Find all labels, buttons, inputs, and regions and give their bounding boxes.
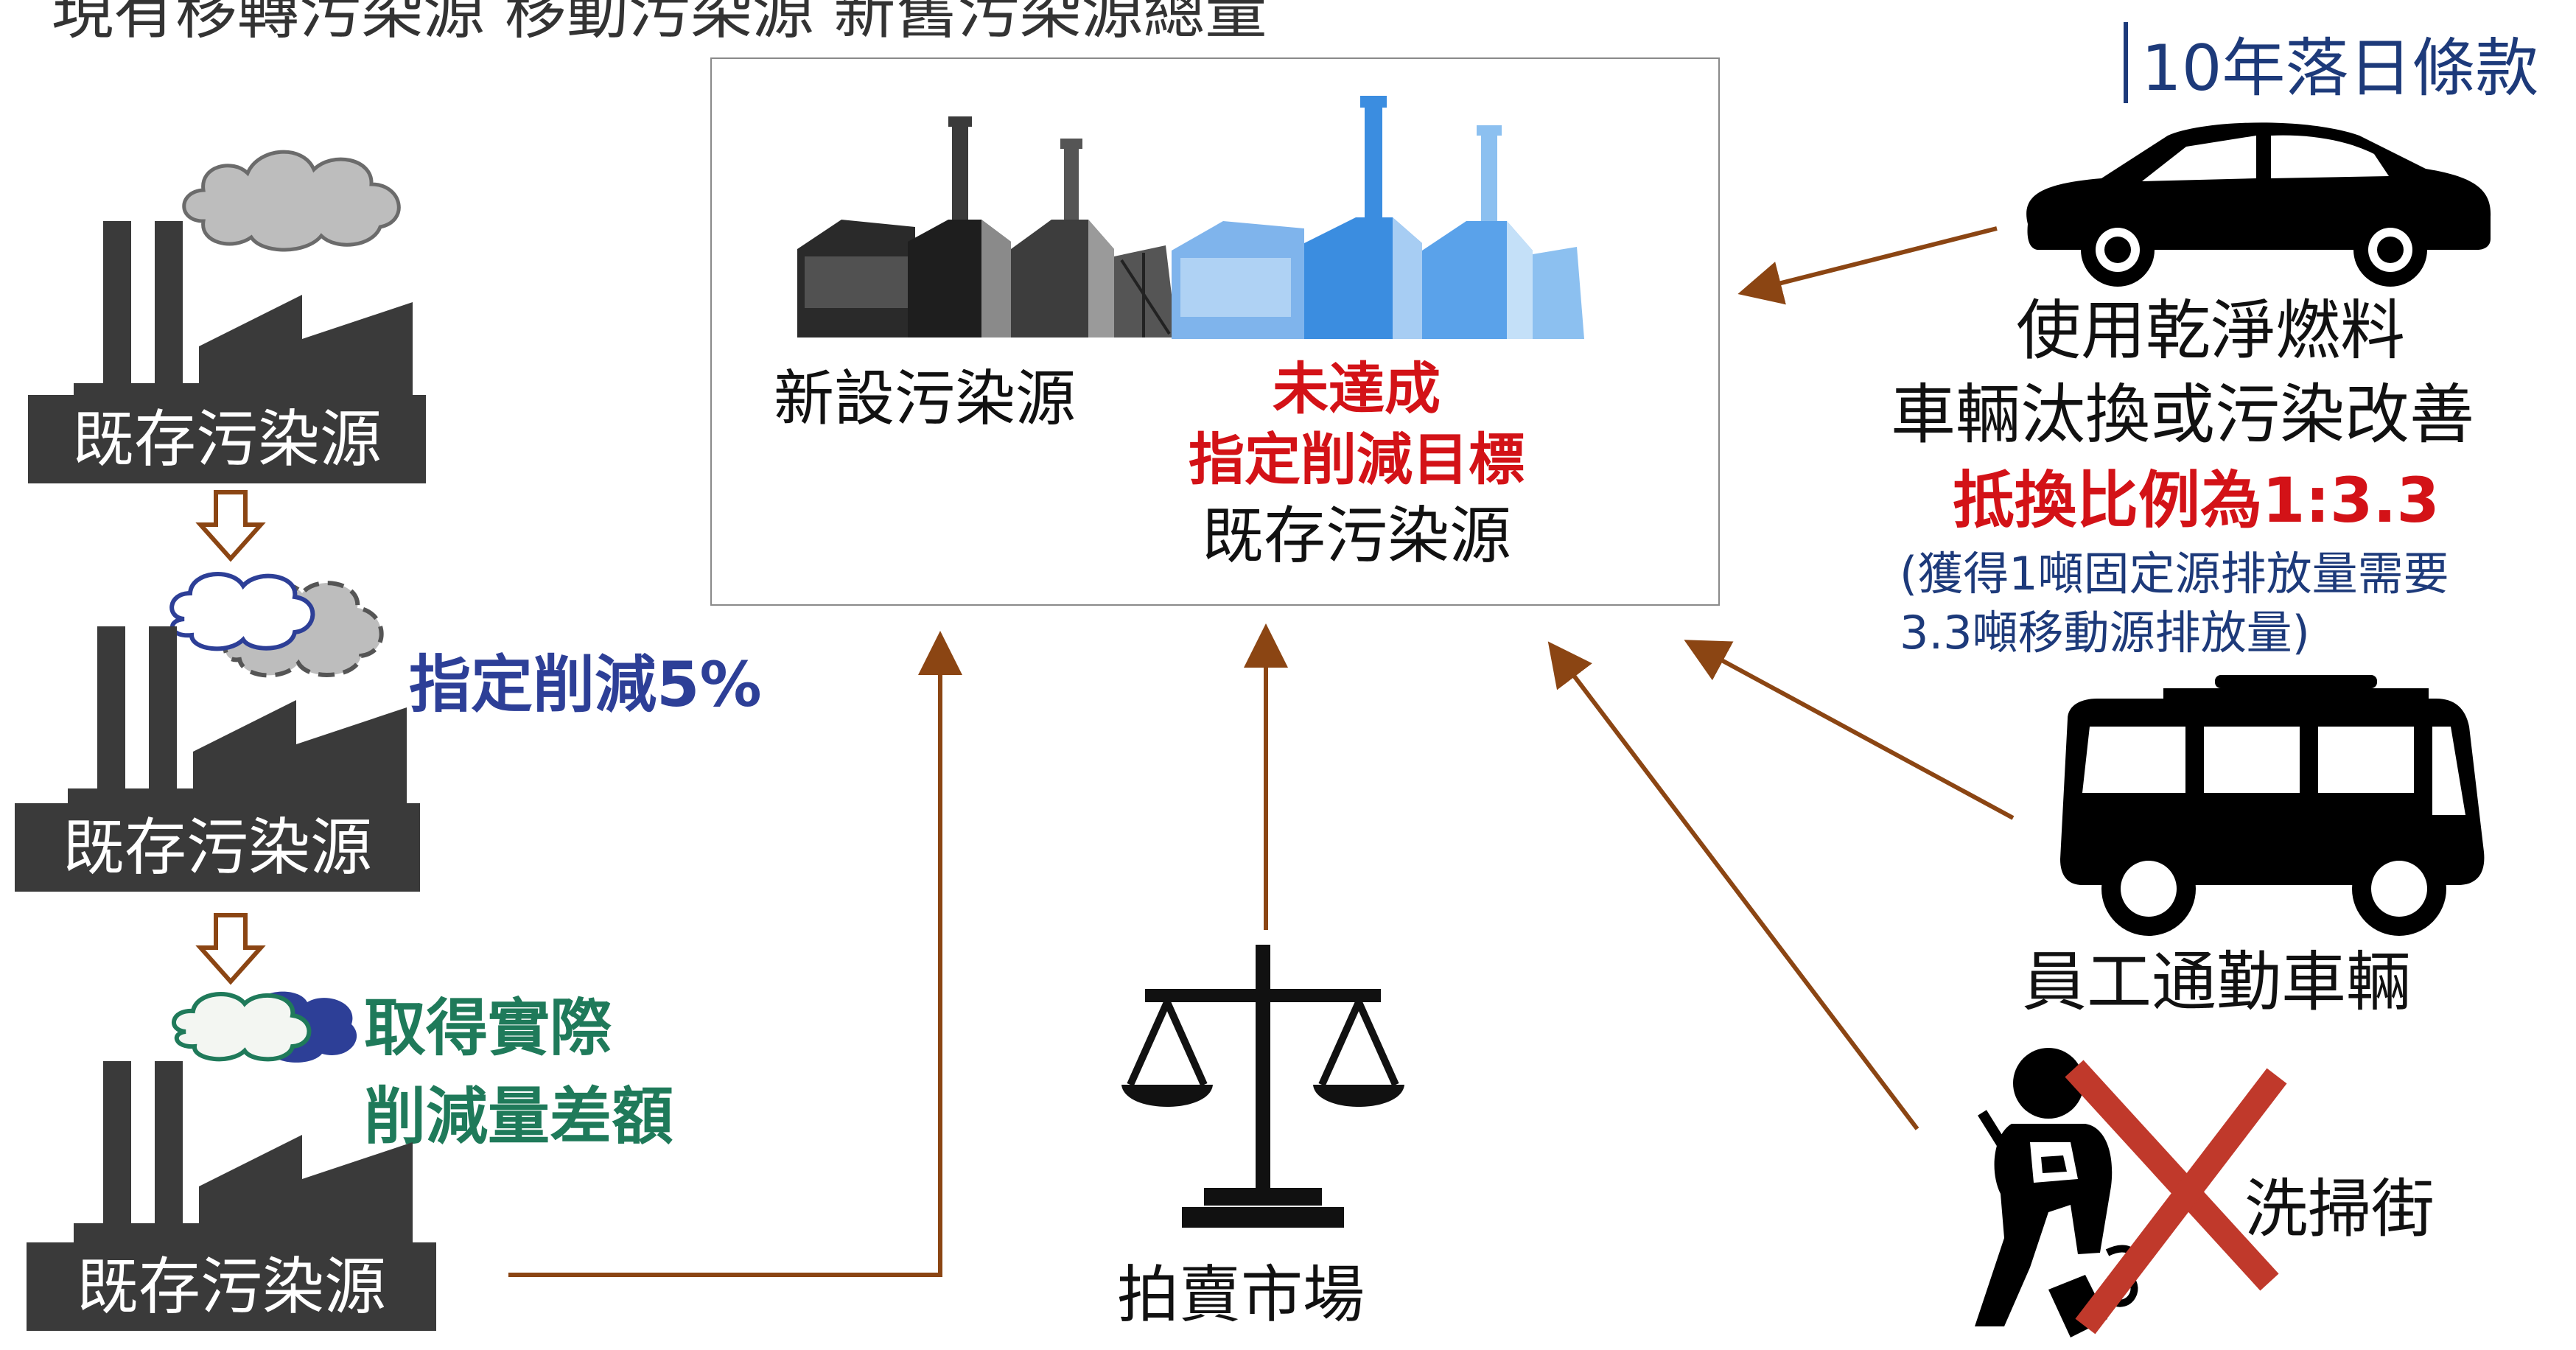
actual-reduction-cloud-icon	[172, 991, 357, 1063]
existing-source-blue-factory-icon	[1172, 96, 1584, 339]
center-red-line2: 指定削減目標	[1189, 427, 1525, 492]
arrow-car-to-center	[1737, 226, 1998, 305]
auction-label: 拍賣市場	[1117, 1259, 1365, 1331]
ratio-note-line1: (獲得1噸固定源排放量需要	[1900, 547, 2449, 601]
existing-source-label-1: 既存污染源	[28, 395, 426, 483]
new-source-factory-icon	[797, 116, 1177, 338]
down-arrow-1-icon	[195, 490, 266, 562]
reduced-cloud-icon	[169, 572, 384, 678]
bus-icon	[2060, 675, 2485, 936]
top-partial-text: 現有移轉污染源 移動污染源 新舊污染源總量	[52, 0, 1267, 47]
new-source-label: 新設污染源	[774, 364, 1077, 434]
sunset-clause-marker	[2124, 22, 2128, 103]
arrow-existing-to-center	[508, 631, 962, 1277]
commute-label: 員工通勤車輛	[2022, 944, 2412, 1020]
grey-emission-cloud-icon	[182, 150, 401, 252]
down-arrow-2-icon	[195, 913, 266, 985]
arrow-bus-to-center	[1684, 640, 2015, 820]
center-red-line1: 未達成	[1273, 356, 1441, 422]
sunset-clause-label: 10年落日條款	[2141, 32, 2539, 105]
street-wash-icon	[1975, 1048, 2287, 1337]
car-icon	[2026, 122, 2491, 287]
scales-icon	[1121, 945, 1404, 1228]
existing-source-label-2: 既存污染源	[15, 803, 420, 892]
reduce-5-label: 指定削減5%	[409, 648, 762, 721]
center-existing-label: 既存污染源	[1201, 500, 1511, 572]
street-wash-label: 洗掃街	[2244, 1172, 2435, 1246]
ratio-note-line2: 3.3噸移動源排放量)	[1900, 606, 2310, 660]
obtain-label-line1: 取得實際	[364, 992, 612, 1064]
ratio-label: 抵換比例為1:3.3	[1953, 464, 2440, 536]
arrow-street-to-center	[1547, 641, 1919, 1130]
existing-source-label-3: 既存污染源	[27, 1242, 436, 1331]
clean-fuel-label: 使用乾淨燃料	[2016, 293, 2406, 368]
vehicle-improve-label: 車輛汰換或污染改善	[1891, 377, 2475, 452]
top-partial-heading: 現有移轉污染源 移動污染源 新舊污染源總量	[52, 0, 1267, 51]
obtain-label-line2: 削減量差額	[364, 1080, 674, 1153]
